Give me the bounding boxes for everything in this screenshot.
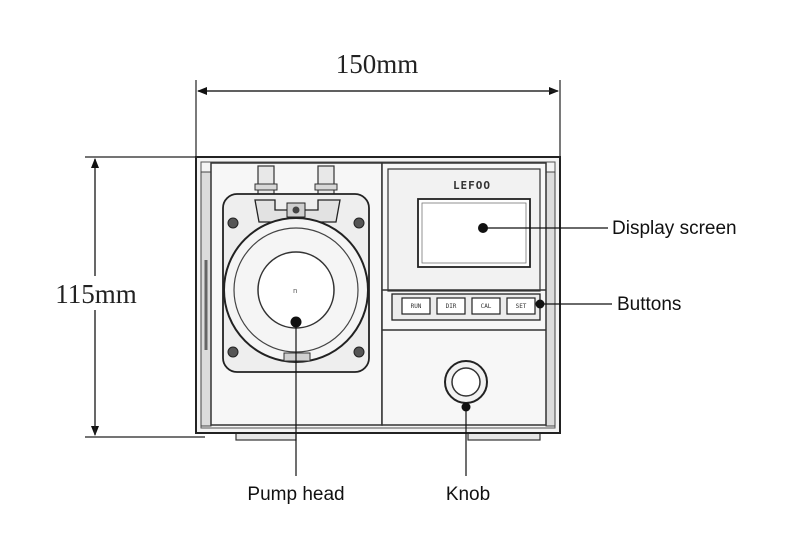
screw-icon (227, 217, 239, 229)
run-button-label: RUN (411, 303, 422, 310)
dir-button-label: DIR (446, 303, 457, 310)
cal-button-label: CAL (481, 303, 492, 310)
dir-button[interactable]: DIR (436, 297, 466, 315)
run-button[interactable]: RUN (401, 297, 431, 315)
display-screen (417, 198, 531, 268)
screw-icon (227, 346, 239, 358)
display-screen-label: Display screen (612, 218, 737, 239)
screw-icon (353, 346, 365, 358)
width-label: 150mm (336, 49, 419, 79)
callout-lines (295, 227, 612, 476)
control-knob[interactable] (444, 360, 488, 412)
svg-text:n: n (293, 287, 297, 295)
cal-button[interactable]: CAL (471, 297, 501, 315)
pump-head: n (222, 165, 370, 373)
pump-head-label: Pump head (247, 484, 344, 505)
brand-logo: LEFOO (453, 179, 491, 192)
set-button[interactable]: SET (506, 297, 536, 315)
height-dimension: 115mm (48, 156, 205, 438)
knob-label: Knob (446, 484, 490, 505)
set-button-label: SET (516, 303, 527, 310)
screw-icon (353, 217, 365, 229)
height-label: 115mm (55, 279, 137, 309)
buttons-label: Buttons (617, 294, 681, 315)
button-panel: RUN DIR CAL SET (391, 293, 545, 321)
width-dimension: 150mm (195, 49, 561, 160)
